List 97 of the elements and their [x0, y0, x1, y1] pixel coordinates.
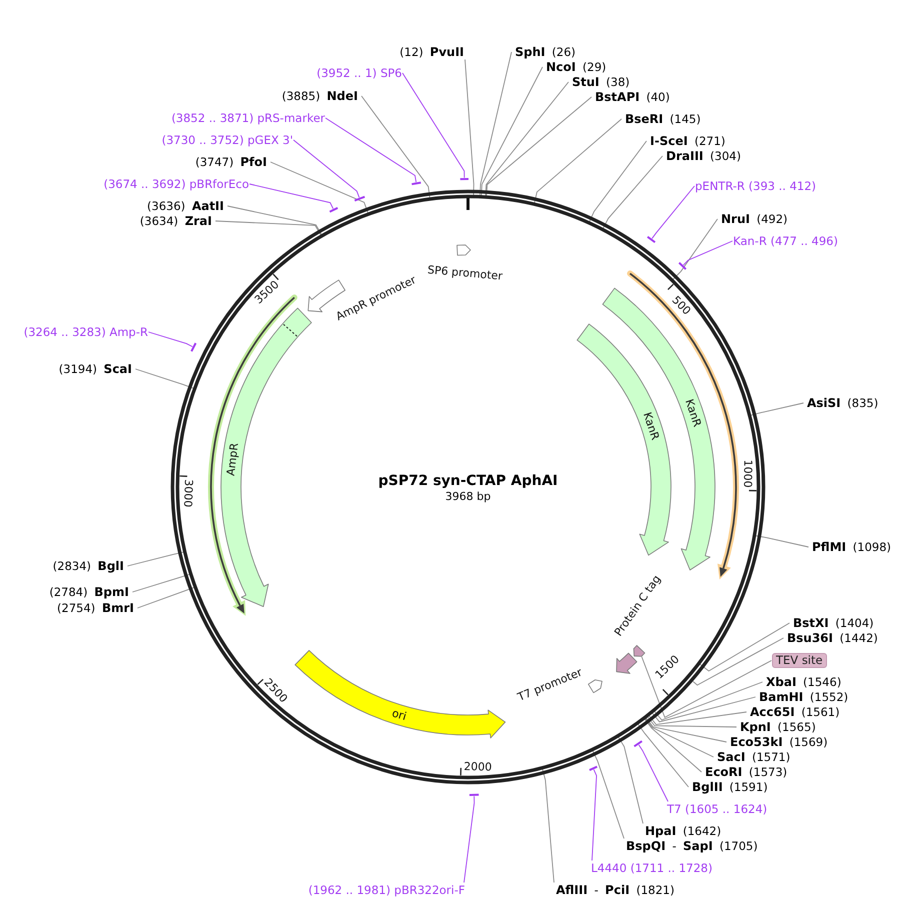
- leader-line: [647, 712, 747, 726]
- enzyme-site-label: (3636) AatII: [147, 199, 227, 213]
- leader-line: [616, 734, 644, 824]
- enzyme-site-label: (2784) BpmI: [49, 585, 132, 599]
- primer-mark: [678, 262, 686, 270]
- leader-line: [644, 716, 714, 758]
- leader-line: [293, 140, 360, 198]
- enzyme-site-label: BamHI (1552): [756, 690, 848, 704]
- leader-line: [249, 184, 334, 210]
- enzyme-site-label: PflMI (1098): [809, 540, 892, 554]
- leader-line: [641, 656, 772, 718]
- leader-line: [682, 240, 733, 266]
- enzyme-site-label: (2754) BmrI: [57, 601, 137, 615]
- tick-label: 2000: [464, 760, 492, 774]
- primer-mark: [354, 196, 366, 202]
- leader-line: [644, 716, 727, 742]
- enzyme-site-label: BspQI - SapI (1705): [623, 839, 758, 853]
- leader-line: [592, 769, 597, 861]
- enzyme-site-label: AsiSI (835): [804, 396, 878, 410]
- enzyme-site-label: AflIII - PciI (1821): [553, 883, 674, 897]
- primer-label: pENTR-R (393 .. 412): [695, 179, 816, 193]
- leader-line: [325, 118, 417, 183]
- enzyme-site-label: BseRI (145): [622, 112, 701, 126]
- enzyme-site-label: SacI (1571): [714, 750, 790, 764]
- feature-label: AmpR: [224, 442, 241, 476]
- enzyme-site-label: Bsu36I (1442): [784, 631, 878, 645]
- enzyme-site-label: NcoI (29): [543, 60, 606, 74]
- enzyme-site-label: BstXI (1404): [790, 616, 874, 630]
- primer-label: (3952 .. 1) SP6: [316, 66, 402, 80]
- tick-label: 3000: [181, 479, 196, 508]
- leader-line: [698, 622, 790, 672]
- enzyme-site-label: (3885) NdeI: [282, 89, 361, 103]
- leader-line: [652, 186, 695, 239]
- feature-label: KanR: [682, 397, 704, 428]
- primer-label: T7 (1605 .. 1624): [667, 802, 768, 816]
- primer-mark: [329, 207, 338, 213]
- feature-label: SP6 promoter: [427, 263, 503, 283]
- tick-label: 500: [669, 293, 694, 318]
- plasmid-size: 3968 bp: [445, 490, 491, 503]
- enzyme-site-label: EcoRI (1573): [702, 765, 788, 779]
- enzyme-site-label: XbaI (1546): [763, 675, 842, 689]
- primer-mark: [460, 178, 468, 180]
- primer-mark: [589, 766, 598, 771]
- leader-line: [692, 638, 784, 686]
- primer-mark: [412, 182, 422, 186]
- primer-label: L4440 (1711 .. 1728): [591, 861, 712, 875]
- enzyme-site-label: HpaI (1642): [642, 824, 722, 838]
- enzyme-site-label: StuI (38): [569, 75, 630, 89]
- primer-label: (1962 .. 1981) pBR322ori-F: [308, 883, 465, 897]
- leader-line: [588, 140, 647, 224]
- tick-label: 1000: [741, 460, 754, 488]
- primer-mark: [634, 740, 642, 748]
- leader-line: [361, 96, 430, 200]
- leader-line: [464, 59, 474, 198]
- leader-line: [464, 796, 475, 883]
- enzyme-site-label: BglII (1591): [689, 780, 768, 794]
- map-title: pSP72 syn-CTAP AphAI: [378, 473, 558, 490]
- enzyme-site-label: (2834) BglI: [52, 559, 127, 573]
- site-feature: [633, 645, 646, 657]
- primer-label: (3264 .. 3283) Amp-R: [24, 325, 148, 339]
- enzyme-site-label: KpnI (1565): [737, 720, 816, 734]
- enzyme-site-label: BstAPI (40): [592, 90, 670, 104]
- leader-line: [642, 716, 702, 772]
- leader-line: [638, 744, 668, 802]
- enzyme-site-label: (3194) ScaI: [58, 362, 135, 376]
- leader-line: [270, 162, 370, 216]
- leader-line: [215, 220, 322, 238]
- enzyme-site-label: (3747) PfoI: [195, 155, 270, 169]
- enzyme-site-label: Acc65I (1561): [747, 705, 840, 719]
- primer-label: Kan-R (477 .. 496): [733, 234, 838, 248]
- feature-label: KanR: [640, 410, 662, 442]
- primer-label: (3674 .. 3692) pBRforEco: [104, 177, 249, 191]
- primer-label: (3852 .. 3871) pRS-marker: [171, 111, 325, 125]
- enzyme-site-label: (12) PvuII: [400, 45, 467, 59]
- feature-tag: TEV site: [772, 653, 827, 668]
- leader-line: [402, 72, 465, 178]
- primer-mark: [646, 236, 656, 244]
- enzyme-site-label: SphI (26): [512, 45, 576, 59]
- leader-line: [650, 696, 756, 722]
- enzyme-site-label: I-SceI (271): [647, 134, 726, 148]
- primer-label: (3730 .. 3752) pGEX 3': [162, 133, 293, 147]
- leader-line: [646, 714, 737, 728]
- feature-label: ori: [390, 706, 408, 724]
- leader-line: [591, 748, 624, 839]
- enzyme-site-label: DraIII (304): [663, 149, 741, 163]
- leader-line: [672, 218, 718, 280]
- leader-line: [652, 682, 763, 721]
- leader-line: [148, 332, 193, 348]
- enzyme-site-label: (3634) ZraI: [140, 214, 215, 228]
- enzyme-site-label: Eco53kI (1569): [727, 735, 828, 749]
- primer-mark: [190, 342, 197, 352]
- enzyme-site-label: NruI (492): [718, 212, 788, 226]
- leader-line: [748, 402, 804, 416]
- leader-line: [602, 156, 663, 231]
- leader-line: [484, 82, 569, 198]
- primer-mark: [469, 794, 479, 796]
- leader-line: [636, 722, 689, 788]
